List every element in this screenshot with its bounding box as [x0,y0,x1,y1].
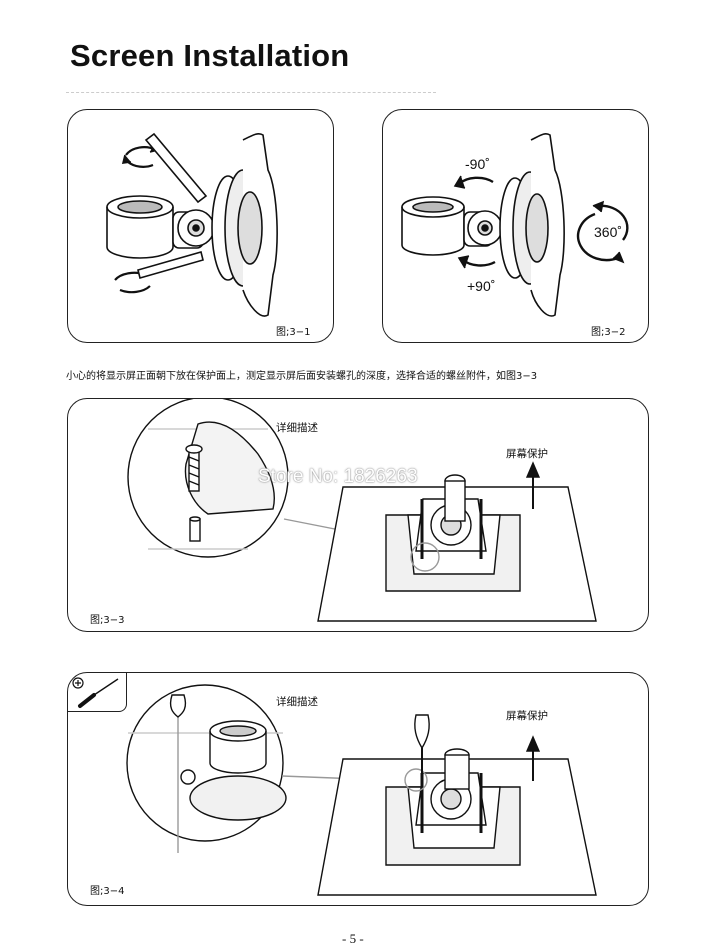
store-watermark: Store No: 1826263 [258,466,418,487]
mount-angle-illustration [401,133,629,317]
figure-caption: 图;3−2 [591,327,626,338]
angle-label-top: -90˚ [465,156,490,172]
instruction-text: 小心的将显示屏正面朝下放在保护面上，测定显示屏后面安装螺孔的深度，选择合适的螺丝… [66,371,538,382]
mount-rotation-illustration [106,132,278,317]
screw-attachment-illustration [127,399,597,622]
angle-label-side: 360˚ [594,224,623,240]
detail-label: 详细描述 [276,422,318,434]
figure-caption: 图;3−1 [276,327,311,338]
page-title: Screen Installation [70,38,350,73]
title-divider [66,92,436,94]
screwdriver-tightening-illustration [126,684,597,896]
tool-icon-box [68,673,127,712]
figure-3-1-panel: 图;3−1 [67,109,334,343]
screen-protection-label: 屏幕保护 [506,448,548,460]
phillips-screwdriver-icon [72,677,119,708]
angle-label-bottom: +90˚ [467,278,496,294]
screen-protection-label: 屏幕保护 [506,710,548,722]
figure-3-3-panel: 详细描述 屏幕保护 Store No: 1826263 图;3−3 [67,398,649,632]
figure-caption: 图;3−3 [90,615,125,626]
page-number: - 5 - [342,931,364,946]
detail-label: 详细描述 [276,696,318,708]
figure-3-2-panel: -90˚ +90˚ 360˚ 图;3−2 [382,109,649,343]
figure-caption: 图;3−4 [90,886,125,897]
figure-3-4-panel: 详细描述 屏幕保护 图;3−4 [67,672,649,906]
